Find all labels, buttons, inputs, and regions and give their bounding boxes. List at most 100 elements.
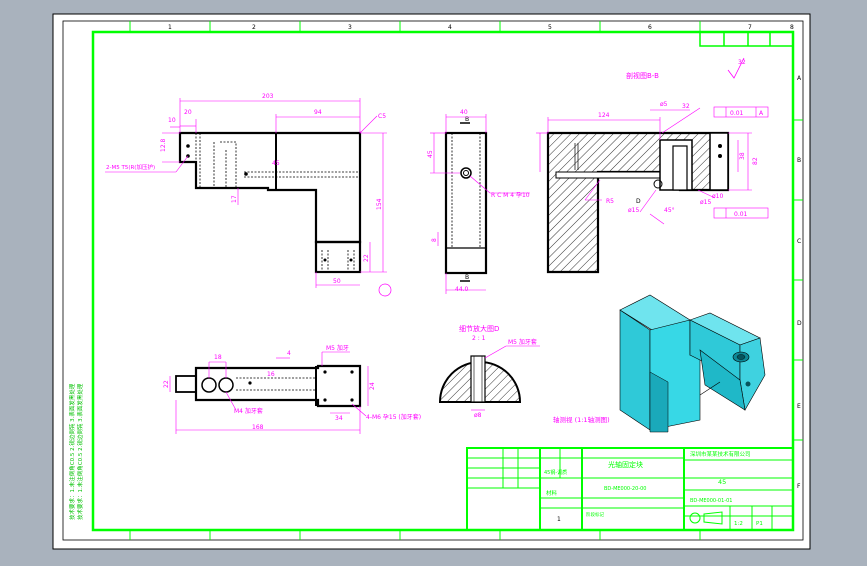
front-view[interactable]: 203 94 20 10 12.8 C5 154 45 17 22 50 2-M… bbox=[105, 93, 392, 297]
tick-label-side-b: B bbox=[797, 157, 801, 164]
dim-24: 24 bbox=[369, 382, 376, 390]
dim-124: 124 bbox=[598, 112, 610, 119]
revision-box bbox=[699, 31, 794, 47]
tick-label-side-c: C bbox=[797, 238, 801, 245]
dim-dia5: ø5 bbox=[660, 101, 668, 108]
tb-material: 45钢-调质 bbox=[544, 469, 567, 476]
dim-203: 203 bbox=[262, 93, 274, 100]
side-view-outline bbox=[444, 131, 488, 275]
detail-title: 细节放大图D bbox=[459, 324, 499, 333]
tech-notes-text: 技术要求：1.未注倒角C0.5 2.锐边倒钝 3.表面发黑处理 bbox=[68, 383, 76, 520]
dim-r5: R5 bbox=[606, 198, 614, 205]
dim-45: 45 bbox=[272, 160, 280, 167]
detail-scale: 2 : 1 bbox=[472, 335, 486, 342]
tick-label-top-3: 3 bbox=[348, 24, 352, 31]
dim-dia15-a: ø15 bbox=[628, 207, 639, 214]
top-view-dim-text: 18 4 22 24 34 16 168 M5 加牙 M4 加牙套 4-M6 孕… bbox=[163, 344, 421, 431]
section-title: 剖视图B-B bbox=[626, 71, 659, 80]
dim-dia10: ø10 bbox=[712, 193, 723, 200]
tech-notes-text-2: 技术要求：1.未注倒角C0.5 2.锐边倒钝 3.表面发黑处理 bbox=[76, 383, 84, 520]
side-view-dimensions bbox=[430, 114, 530, 294]
note-m5: M5 加牙 bbox=[326, 344, 349, 352]
dim-154: 154 bbox=[376, 198, 383, 210]
tick-label-top-2: 2 bbox=[252, 24, 256, 31]
top-view[interactable]: 18 4 22 24 34 16 168 M5 加牙 M4 加牙套 4-M6 孕… bbox=[163, 344, 421, 434]
dim-45-side: 45 bbox=[427, 150, 434, 158]
detail-view-d[interactable]: 细节放大图D 2 : 1 M5 加牙套 ø8 bbox=[438, 324, 540, 419]
tick-label-side-d: D bbox=[797, 320, 802, 327]
dim-4: 4 bbox=[287, 350, 291, 357]
dim-94: 94 bbox=[314, 109, 322, 116]
dim-c5: C5 bbox=[378, 113, 386, 120]
iso-label: 轴测视 (1:1轴测图) bbox=[553, 415, 610, 424]
tolerance-frame-2 bbox=[713, 207, 769, 219]
detail-note: M5 加牙套 bbox=[508, 338, 537, 346]
section-mark-b-bottom: B bbox=[465, 274, 469, 281]
side-view-dim-text: 40 45 8 44.0 R C M 4 孕10 bbox=[427, 109, 530, 293]
note-m4: M4 加牙套 bbox=[234, 407, 263, 415]
dim-34: 34 bbox=[335, 415, 343, 422]
tick-label-side-a: A bbox=[797, 75, 802, 82]
side-view[interactable]: B B 40 45 8 44.0 R C M 4 孕10 bbox=[427, 109, 530, 294]
dim-32: 32 bbox=[682, 103, 690, 110]
dim-22: 22 bbox=[363, 254, 370, 262]
dim-44: 44.0 bbox=[455, 286, 469, 293]
section-mark-b-top: B bbox=[465, 116, 469, 123]
tb-sheet: P1 bbox=[756, 521, 763, 527]
tb-company: 深圳市某某技术有限公司 bbox=[690, 450, 751, 458]
tb-stage: 阶段标记 bbox=[586, 511, 604, 518]
tb-material-label: 材料 bbox=[546, 489, 558, 497]
dim-17: 17 bbox=[231, 195, 238, 203]
drawing-frame bbox=[91, 30, 795, 532]
dim-40: 40 bbox=[460, 109, 468, 116]
dim-22-top: 22 bbox=[163, 380, 170, 388]
thread-note-front: 2-M5 T5(R(加压护) bbox=[106, 163, 155, 171]
tolerance-frame-1 bbox=[713, 106, 769, 118]
tb-scale: 1:2 bbox=[734, 521, 743, 527]
dim-8: 8 bbox=[431, 238, 438, 242]
tb-drawing-no: BD-ME000-20-00 bbox=[604, 486, 646, 492]
dim-38: 38 bbox=[739, 152, 746, 160]
paper-sheet bbox=[52, 13, 811, 550]
dim-50: 50 bbox=[333, 278, 341, 285]
dim-168: 168 bbox=[252, 424, 264, 431]
tick-label-top-7: 7 bbox=[748, 24, 752, 31]
side-view-section-cut bbox=[460, 122, 470, 282]
border-ticks bbox=[129, 21, 803, 540]
detail-dim-dia8: ø8 bbox=[474, 412, 482, 419]
title-block-text: 光轴固定块 BD-ME000-20-00 深圳市某某技术有限公司 45钢-调质 … bbox=[544, 450, 763, 527]
tick-label-top-6: 6 bbox=[648, 24, 652, 31]
tb-logo bbox=[689, 511, 723, 525]
roughness-value: 32 bbox=[738, 59, 746, 66]
note-4m6: 4-M6 孕15 (加牙套) bbox=[366, 413, 421, 421]
surface-symbol-p bbox=[378, 283, 392, 297]
title-block[interactable]: 光轴固定块 BD-ME000-20-00 深圳市某某技术有限公司 45钢-调质 … bbox=[466, 447, 794, 531]
tick-label-top-1: 1 bbox=[168, 24, 172, 31]
dim-20: 20 bbox=[184, 109, 192, 116]
section-dimensions bbox=[536, 107, 752, 225]
hole-note-side: R C M 4 孕10 bbox=[491, 192, 530, 199]
dim-12-8: 12.8 bbox=[160, 138, 167, 152]
tick-label-side-f: F bbox=[797, 483, 801, 490]
dim-18: 18 bbox=[214, 354, 222, 361]
section-view-bb[interactable]: 剖视图B-B 124 bbox=[536, 71, 769, 274]
dim-10: 10 bbox=[168, 117, 176, 124]
border-tick-labels: 1 2 3 4 5 6 7 8 A B C D E F bbox=[168, 24, 802, 490]
front-view-dimensions bbox=[105, 98, 387, 288]
section-dim-text: 124 32 82 38 R5 ø15 ø5 45° ø10 ø15 D 0.0… bbox=[598, 101, 764, 218]
tol-datum-a: A bbox=[759, 110, 764, 117]
dim-dia15-b: ø15 bbox=[700, 199, 711, 206]
tol-value-2: 0.01 bbox=[734, 211, 748, 218]
front-view-outline bbox=[178, 131, 362, 244]
front-view-bottom-block bbox=[314, 240, 362, 274]
tb-material-2: 45 bbox=[718, 478, 726, 486]
dim-82: 82 bbox=[752, 157, 759, 165]
iso-face-front bbox=[619, 309, 651, 431]
isometric-view[interactable] bbox=[619, 294, 766, 433]
tick-label-top-4: 4 bbox=[448, 24, 452, 31]
tick-label-top-8: 8 bbox=[790, 24, 794, 31]
front-view-dim-text: 203 94 20 10 12.8 C5 154 45 17 22 50 2-M… bbox=[106, 93, 386, 285]
side-view-hole bbox=[460, 167, 472, 179]
